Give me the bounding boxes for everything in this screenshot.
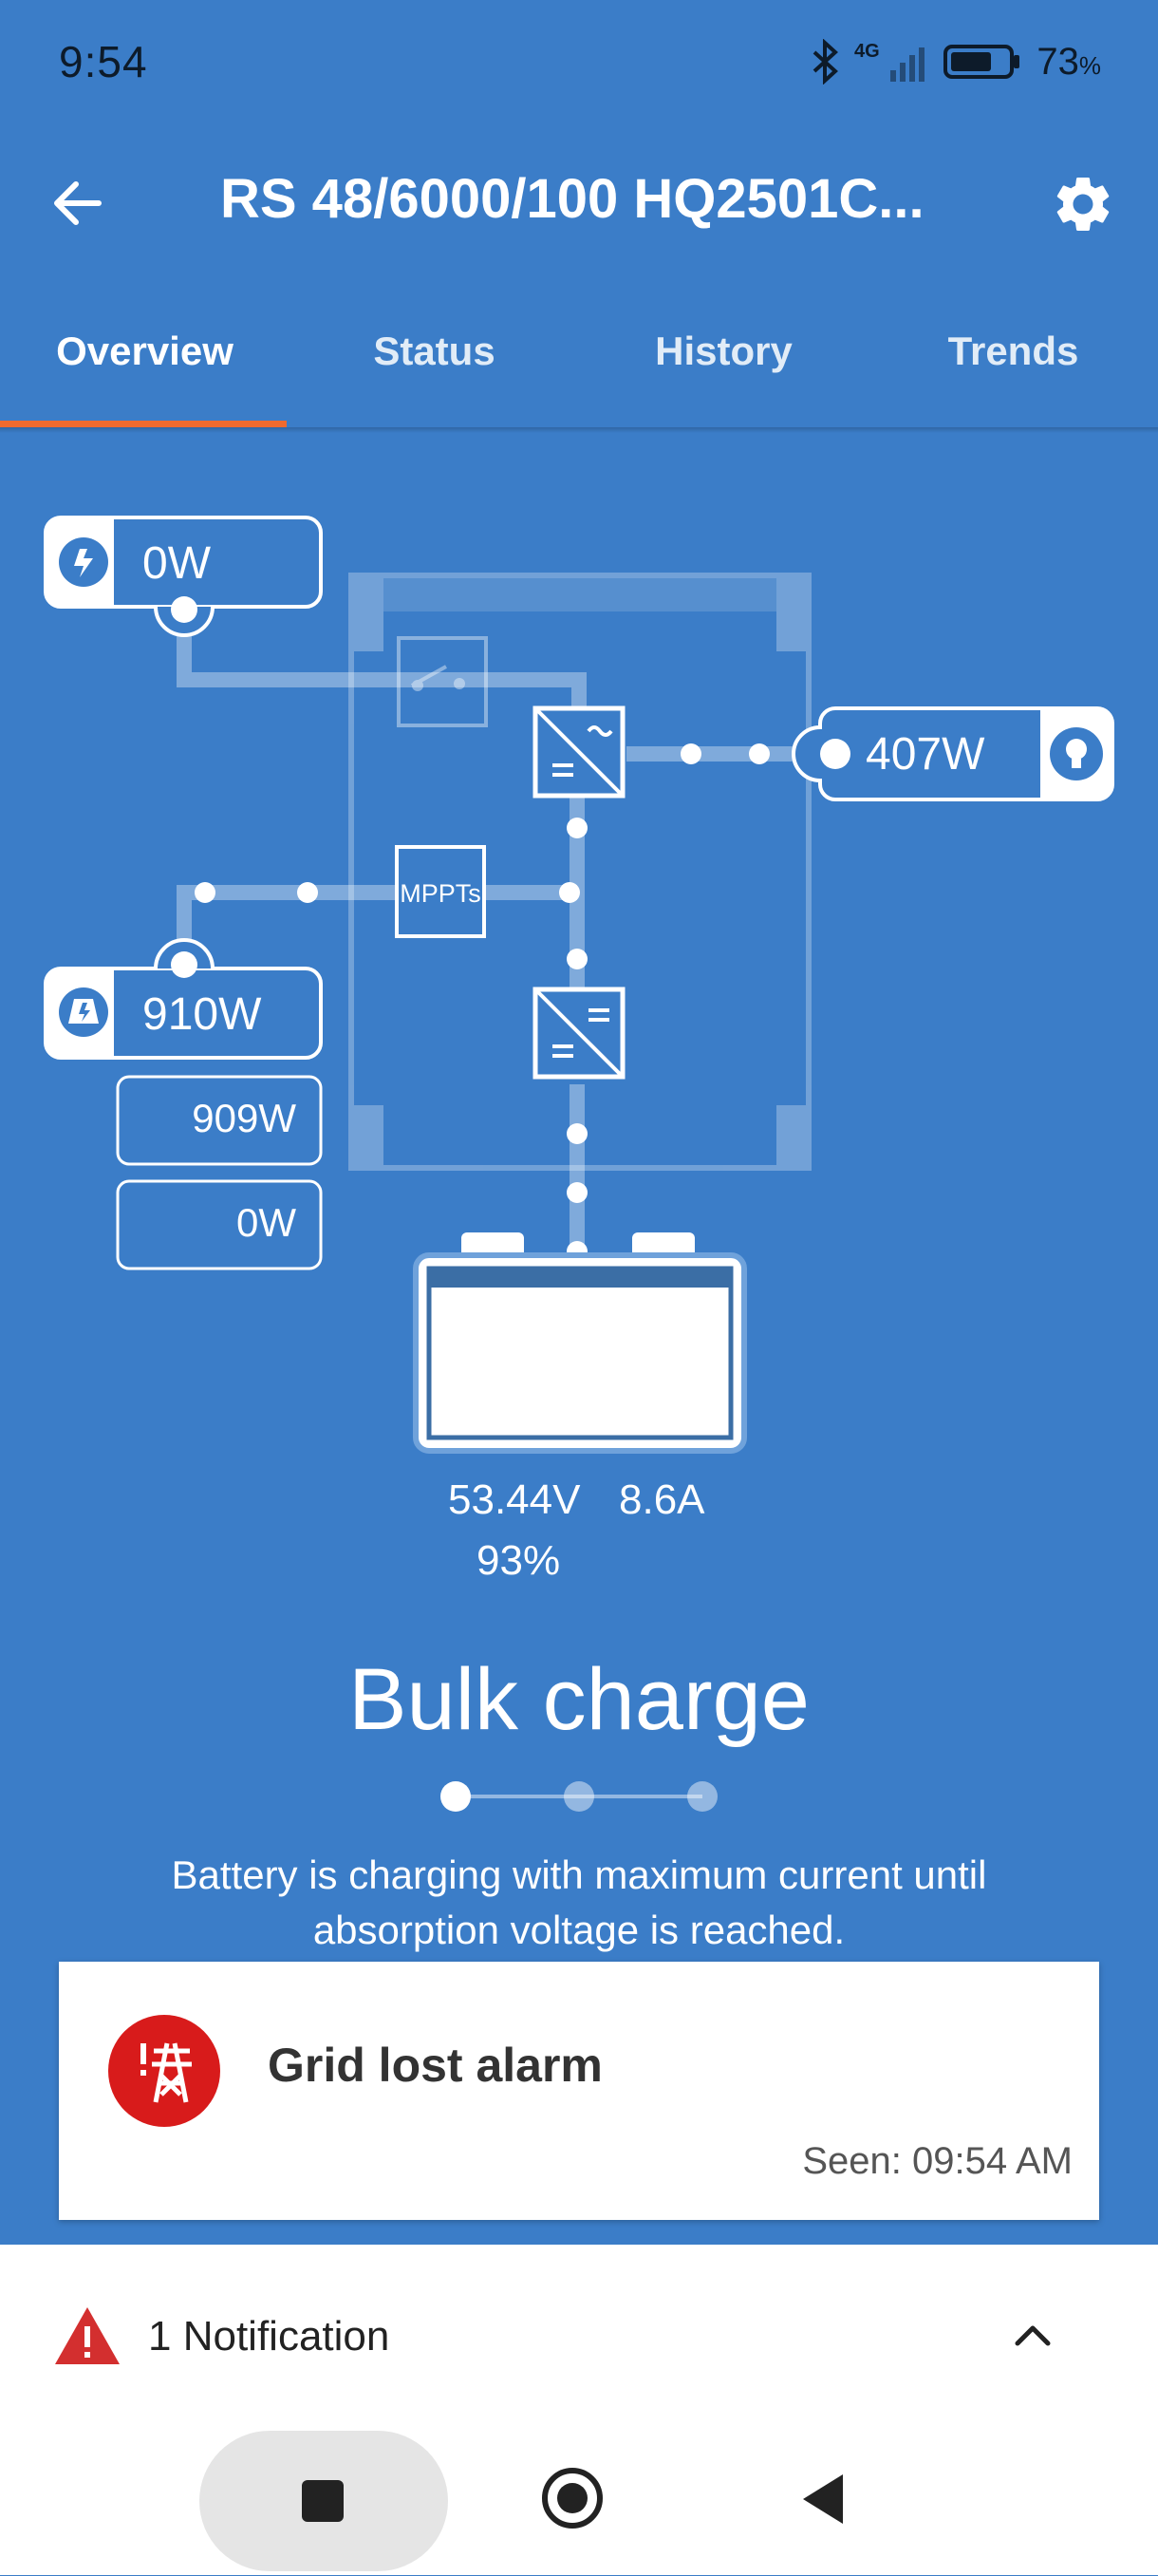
- pv-tracker-2-power: 0W: [236, 1200, 296, 1245]
- warning-icon: [55, 2307, 120, 2364]
- tab-status[interactable]: Status: [373, 329, 495, 373]
- inverter-icon: [532, 705, 626, 799]
- system-diagram: MPPTs 0W 407W: [44, 516, 1114, 1584]
- notification-count: 1 Notification: [148, 2313, 390, 2360]
- square-icon: [302, 2480, 344, 2522]
- tab-overview[interactable]: Overview: [56, 329, 233, 373]
- ac-output-power: 407W: [866, 729, 985, 780]
- battery-soc: 93%: [476, 1537, 560, 1584]
- pv-input-panel[interactable]: 910W: [44, 938, 323, 1060]
- dc-dc-converter-icon: [532, 987, 626, 1080]
- alarm-card[interactable]: [59, 1962, 1099, 2220]
- transfer-switch: [397, 636, 488, 727]
- mppt-label: MPPTs: [400, 879, 481, 908]
- home-button[interactable]: [539, 2465, 606, 2531]
- connection-lines: [177, 610, 816, 1244]
- tab-history[interactable]: History: [655, 329, 793, 373]
- battery-percent: 73: [1037, 40, 1079, 83]
- grid-tower-icon: [140, 2042, 192, 2103]
- tab-bar: Overview Status History Trends: [0, 304, 1158, 427]
- charge-step-3: [687, 1781, 718, 1812]
- active-tab-indicator: [0, 421, 287, 427]
- battery-current: 8.6A: [619, 1476, 705, 1523]
- mppt-box: MPPTs: [395, 845, 486, 938]
- status-icons: 4G 73%: [811, 36, 1101, 87]
- alarm-icon-badge: [108, 2015, 220, 2127]
- signal-icon: 4G: [854, 41, 925, 82]
- pv-tracker-2: 0W: [116, 1179, 323, 1270]
- battery-icon-large[interactable]: [413, 1232, 747, 1454]
- ac-input-panel[interactable]: 0W: [44, 516, 323, 637]
- charge-state-description: Battery is charging with maximum current…: [171, 1852, 987, 1952]
- status-time: 9:54: [59, 37, 148, 86]
- pv-tracker-1: 909W: [116, 1075, 323, 1166]
- alarm-seen-time: Seen: 09:54 AM: [802, 2140, 1073, 2182]
- ac-output-panel[interactable]: 407W: [792, 706, 1114, 801]
- alarm-title: Grid lost alarm: [268, 2039, 603, 2092]
- charge-state-title: Bulk charge: [348, 1651, 810, 1748]
- gear-icon[interactable]: [1050, 171, 1116, 237]
- battery-voltage: 53.44V: [448, 1476, 581, 1523]
- network-type-label: 4G: [854, 41, 880, 62]
- tab-trends[interactable]: Trends: [947, 329, 1079, 373]
- bluetooth-icon: [813, 39, 839, 85]
- charge-step-2: [564, 1781, 594, 1812]
- page-title: RS 48/6000/100 HQ2501C...: [220, 168, 925, 230]
- battery-percent-unit: %: [1078, 50, 1101, 80]
- pv-tracker-1-power: 909W: [192, 1096, 296, 1140]
- pv-input-power: 910W: [142, 989, 262, 1040]
- back-triangle-icon[interactable]: [797, 2471, 850, 2528]
- notification-bar[interactable]: [0, 2245, 1158, 2435]
- device-outline: [348, 573, 812, 1171]
- charge-state-stepper: [440, 1781, 718, 1812]
- back-arrow-icon[interactable]: [47, 173, 108, 234]
- ac-input-power: 0W: [142, 538, 212, 589]
- chevron-up-icon[interactable]: [1012, 2315, 1054, 2357]
- tab-bar-shadow: [0, 427, 1158, 433]
- charge-step-1: [440, 1781, 471, 1812]
- battery-icon: [943, 45, 1020, 79]
- recents-button[interactable]: [199, 2431, 448, 2571]
